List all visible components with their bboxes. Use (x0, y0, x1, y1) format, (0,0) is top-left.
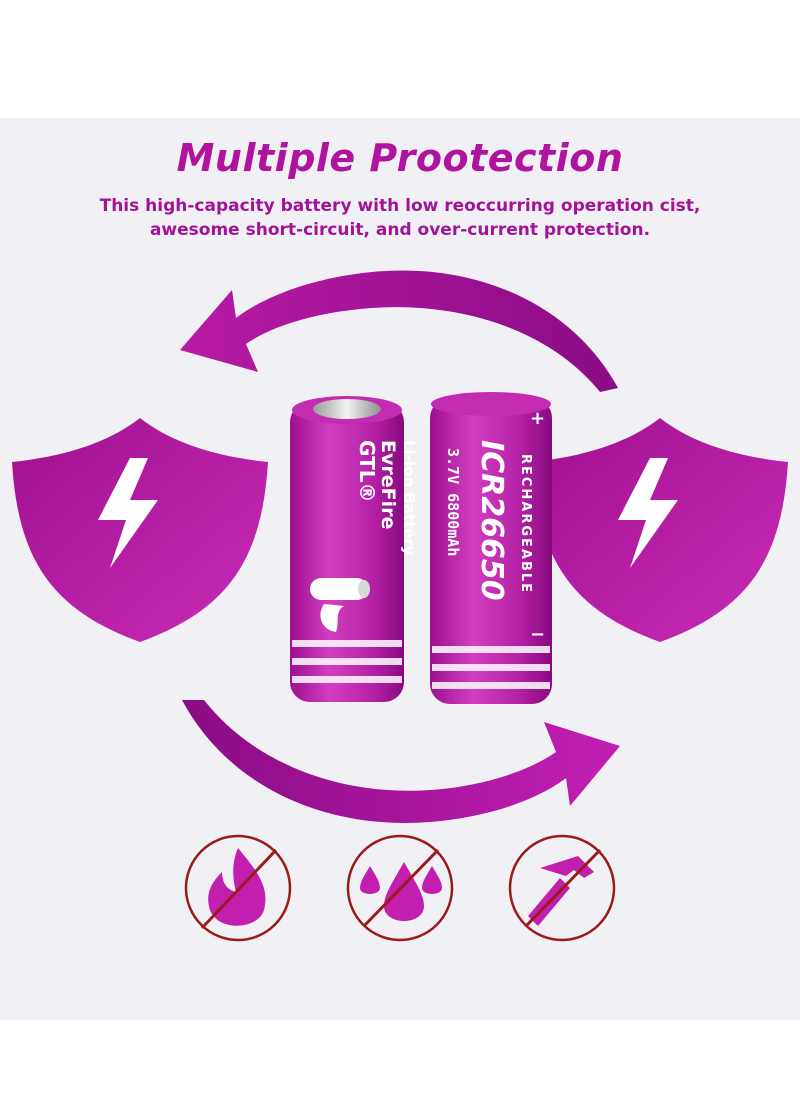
battery-right-label: RECHARGEABLE (518, 454, 533, 594)
page-title: Multiple Prootection (176, 136, 624, 180)
bottom-cycle-arrow-icon (182, 700, 620, 823)
battery-plus-sign: + (530, 408, 545, 429)
no-water-icon (346, 834, 454, 942)
battery-left-brand: GTL® (355, 440, 379, 502)
battery-left-model: EvreFire (377, 440, 399, 529)
battery-right-model: ICR26650 (474, 440, 509, 601)
shield-left-icon (12, 418, 268, 642)
no-hammer-icon (508, 834, 616, 942)
battery-left: GTL® EvreFire Li-ion Battery (290, 396, 418, 702)
battery-right-spec: 3.7V 6800mAh (444, 448, 462, 556)
subtitle-line-1: This high-capacity battery with low reoc… (99, 196, 701, 216)
battery-mascot-icon (310, 578, 370, 632)
page-subtitle: This high-capacity battery with low reoc… (60, 194, 740, 242)
top-cycle-arrow-icon (180, 270, 618, 392)
shield-right-icon (532, 418, 788, 642)
no-fire-icon (184, 834, 292, 942)
subtitle-line-2: awesome short-circuit, and over-current … (149, 220, 651, 240)
battery-left-type: Li-ion Battery (400, 440, 418, 556)
lightning-right-icon (618, 458, 678, 568)
lightning-left-icon (98, 458, 158, 568)
battery-minus-sign: − (530, 624, 545, 645)
battery-right: + − ICR26650 3.7V 6800mAh RECHARGEABLE (430, 392, 552, 704)
